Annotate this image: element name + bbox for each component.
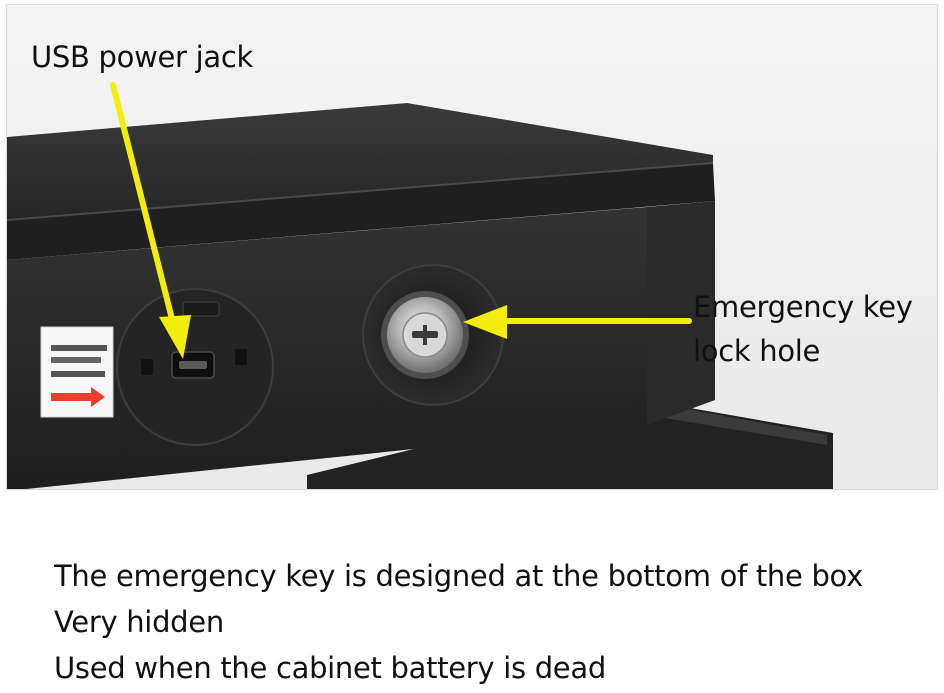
emergency-key-label: Emergency key lock hole — [693, 290, 913, 368]
product-photo: USB power jack Emergency key lock hole — [6, 4, 938, 490]
caption-text: The emergency key is designed at the bot… — [54, 553, 934, 691]
arrow-to-keyhole-icon — [463, 305, 692, 339]
usb-power-jack-label: USB power jack — [31, 40, 253, 74]
micro-usb-port-icon — [171, 351, 215, 379]
cylinder-key-lock-icon — [362, 264, 504, 406]
caption-line: Very hidden — [54, 605, 224, 639]
caption-line: The emergency key is designed at the bot… — [54, 559, 863, 593]
arrow-to-usb-icon — [110, 82, 191, 359]
caption-line: Used when the cabinet battery is dead — [54, 651, 606, 685]
warning-sticker — [40, 326, 114, 418]
box-illustration — [7, 82, 833, 489]
